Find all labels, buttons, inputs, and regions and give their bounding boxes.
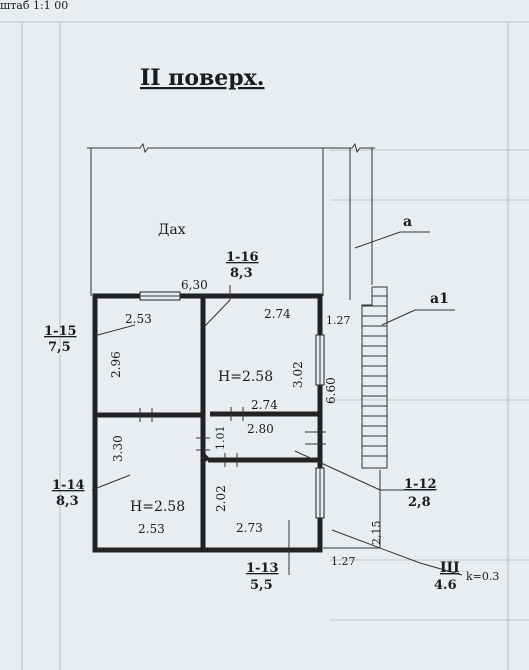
height-room-a: H=2.58: [218, 369, 273, 385]
room-1-15-area: 7,5: [48, 340, 71, 355]
roof-outline: [87, 142, 375, 300]
stair-area: 4.6: [434, 578, 457, 593]
stair-coef: k=0.3: [466, 570, 499, 583]
room-1-12-area: 2,8: [408, 495, 431, 510]
dim-1-01: 1.01: [214, 426, 227, 451]
dim-3-30: 3.30: [111, 435, 125, 462]
dim-2-74-top: 2.74: [264, 307, 291, 321]
dim-2-02: 2.02: [214, 485, 228, 512]
room-1-16-area: 8,3: [230, 266, 253, 281]
staircase: [361, 286, 388, 469]
dim-2-80: 2.80: [247, 422, 274, 436]
dim-2-53-top: 2.53: [125, 312, 152, 326]
dim-2-74-mid: 2.74: [251, 398, 278, 412]
floor-title: II поверх.: [140, 65, 264, 91]
interior-walls: [95, 296, 320, 550]
staircase-outline: [361, 286, 388, 469]
room-1-13-id: 1-13: [246, 561, 279, 576]
room-1-14-area: 8,3: [56, 494, 79, 509]
background-grid: [0, 21, 529, 670]
dim-2-73: 2.73: [236, 521, 263, 535]
dim-6-30: 6,30: [181, 278, 208, 292]
room-1-14-id: 1-14: [52, 478, 85, 493]
room-1-15-id: 1-15: [44, 324, 77, 339]
dim-6-60: 6.60: [324, 377, 338, 404]
door-marks: [139, 407, 326, 467]
dim-2-15: 2,15: [370, 521, 383, 546]
stair-id: III: [440, 560, 460, 576]
windows: [139, 291, 325, 519]
outer-walls: [92, 293, 323, 553]
dim-2-53-bottom: 2.53: [138, 522, 165, 536]
callout-a1: а1: [430, 291, 449, 307]
dim-1-27-bottom: 1.27: [331, 555, 356, 568]
dim-2-96: 2.96: [109, 351, 123, 378]
callout-a: а: [403, 214, 412, 230]
height-room-b: H=2.58: [130, 499, 185, 515]
scale-note: штаб 1:1 00: [0, 0, 68, 12]
room-1-13-area: 5,5: [250, 578, 273, 593]
leader-lines: [91, 231, 463, 576]
room-1-12-id: 1-12: [404, 477, 437, 492]
roof-label: Дах: [158, 222, 186, 238]
room-1-16-id: 1-16: [226, 250, 259, 265]
dim-3-02: 3.02: [291, 361, 305, 388]
dim-1-27-right: 1.27: [326, 314, 351, 327]
